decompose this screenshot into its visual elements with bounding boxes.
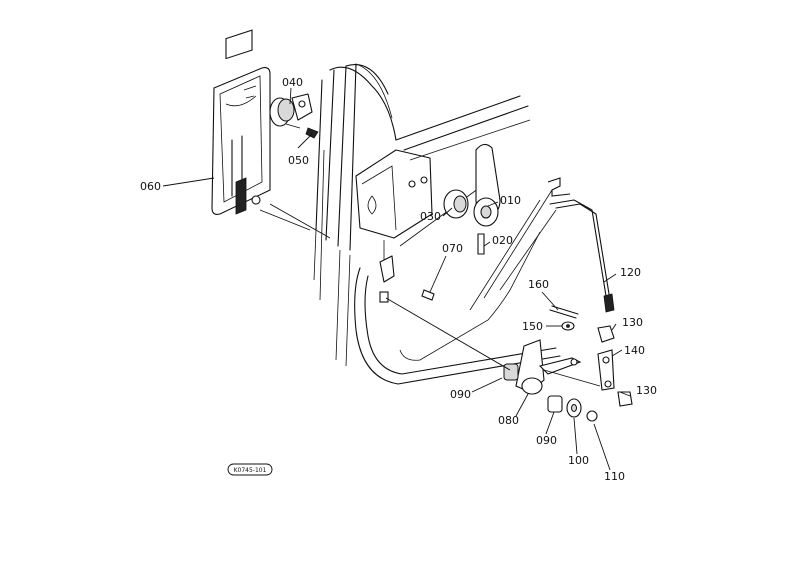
rod-end-bracket (597, 349, 615, 391)
washer (566, 398, 582, 418)
nut-upper (597, 325, 615, 343)
lever (473, 143, 501, 227)
label-090-upper: 090 (450, 388, 471, 401)
label-140: 140 (624, 344, 645, 357)
label-060: 060 (140, 180, 161, 193)
clip (586, 410, 598, 422)
pin (477, 233, 485, 255)
label-030: 030 (420, 210, 441, 223)
label-120: 120 (620, 266, 641, 279)
label-090-lower: 090 (536, 434, 557, 447)
leader-lines (162, 87, 631, 471)
label-130-lower: 130 (636, 384, 657, 397)
rod (547, 177, 615, 313)
label-130-upper: 130 (622, 316, 643, 329)
cab-frame (313, 63, 561, 385)
label-050: 050 (288, 154, 309, 167)
pin-160 (549, 305, 579, 319)
door-handle-plate (211, 29, 271, 215)
label-070: 070 (442, 242, 463, 255)
label-150: 150 (522, 320, 543, 333)
bushing (443, 189, 469, 219)
label-010: 010 (500, 194, 521, 207)
lever-bracket (355, 149, 433, 303)
screw (305, 127, 319, 139)
washer-150 (561, 321, 575, 331)
label-110: 110 (604, 470, 625, 483)
stamp-text: K0745-101 (234, 467, 267, 474)
spacer-lower (547, 395, 563, 413)
lock-cylinder (269, 93, 313, 129)
label-080: 080 (498, 414, 519, 427)
bolt (421, 289, 435, 301)
label-160: 160 (528, 278, 549, 291)
label-040: 040 (282, 76, 303, 89)
diagram-stamp: K0745-101 (227, 463, 273, 476)
part-labels: 040 050 060 030 010 020 070 120 160 150 … (140, 76, 657, 483)
linkage-arm (515, 339, 601, 395)
label-020: 020 (492, 234, 513, 247)
spacer-upper (503, 363, 519, 381)
label-100: 100 (568, 454, 589, 467)
